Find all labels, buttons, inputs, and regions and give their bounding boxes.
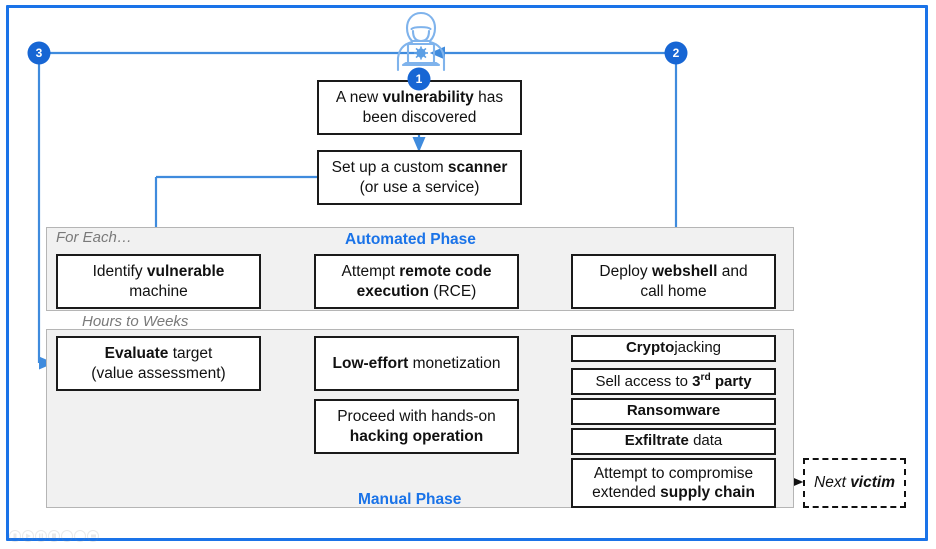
node-ransomware[interactable]: Ransomware bbox=[571, 398, 776, 425]
vulnerability-line2: been discovered bbox=[362, 108, 477, 126]
supply-chain-line2-bold: supply chain bbox=[660, 484, 755, 501]
webshell-line1-pre: Deploy bbox=[599, 263, 652, 281]
node-exfiltrate-data[interactable]: Exfiltrate data bbox=[571, 428, 776, 455]
node-sell-access[interactable]: Sell access to 3rd party bbox=[571, 368, 776, 395]
node-identify-vulnerable-machine[interactable]: Identify vulnerable machine bbox=[56, 254, 261, 309]
rce-line1-bold: remote code bbox=[399, 263, 492, 281]
node-setup-scanner[interactable]: Set up a custom scanner (or use a servic… bbox=[317, 150, 522, 205]
for-each-label: For Each… bbox=[56, 229, 132, 246]
identify-line2: machine bbox=[129, 282, 188, 300]
sell-access-sup: rd bbox=[700, 371, 711, 383]
vulnerability-line1-post: has bbox=[473, 89, 504, 107]
sell-access-tail: party bbox=[710, 372, 752, 390]
identify-line1-bold: vulnerable bbox=[146, 263, 225, 281]
sell-access-pre: Sell access to bbox=[595, 372, 693, 390]
vulnerability-line1-pre: A new bbox=[335, 89, 383, 107]
low-effort-bold: Low-effort bbox=[332, 354, 409, 372]
next-victim-pre: Next bbox=[814, 474, 851, 491]
badge-3: 3 bbox=[28, 42, 50, 64]
webshell-line2: call home bbox=[640, 282, 707, 300]
hands-on-line1: Proceed with hands-on bbox=[337, 408, 496, 426]
hours-to-weeks-label: Hours to Weeks bbox=[82, 313, 189, 330]
node-cryptojacking[interactable]: Cryptojacking bbox=[571, 335, 776, 362]
supply-chain-line1: Attempt to compromise bbox=[593, 464, 754, 482]
sell-access-num: 3 bbox=[692, 372, 701, 390]
node-deploy-webshell[interactable]: Deploy webshell and call home bbox=[571, 254, 776, 309]
badge-1: 1 bbox=[408, 68, 430, 90]
cryptojacking-bold: Crypto bbox=[625, 339, 675, 357]
manual-phase-label: Manual Phase bbox=[358, 491, 462, 508]
evaluate-line1-bold: Evaluate bbox=[104, 345, 169, 363]
evaluate-line2: (value assessment) bbox=[91, 364, 226, 382]
webshell-line1-post: and bbox=[717, 263, 748, 281]
exfiltrate-bold: Exfiltrate bbox=[624, 432, 689, 450]
scanner-line1-bold: scanner bbox=[447, 159, 508, 177]
vulnerability-line1-bold: vulnerability bbox=[382, 89, 474, 107]
low-effort-post: monetization bbox=[408, 354, 501, 372]
identify-line1-pre: Identify bbox=[92, 263, 147, 281]
media-controls-watermark-icon bbox=[8, 529, 104, 543]
ransomware-bold: Ransomware bbox=[626, 402, 721, 420]
rce-line2-post: (RCE) bbox=[428, 282, 477, 300]
node-next-victim[interactable]: Next victim bbox=[803, 458, 906, 508]
rce-line1-pre: Attempt bbox=[341, 263, 400, 281]
node-supply-chain[interactable]: Attempt to compromise extended supply ch… bbox=[571, 458, 776, 508]
scanner-line1-pre: Set up a custom bbox=[331, 159, 448, 177]
outer-frame bbox=[6, 5, 928, 541]
evaluate-line1-post: target bbox=[168, 345, 213, 363]
rce-line2-bold: execution bbox=[356, 282, 429, 300]
supply-chain-line2-pre: extended bbox=[592, 484, 661, 501]
node-evaluate-target[interactable]: Evaluate target (value assessment) bbox=[56, 336, 261, 391]
badge-2: 2 bbox=[665, 42, 687, 64]
node-remote-code-execution[interactable]: Attempt remote code execution (RCE) bbox=[314, 254, 519, 309]
exfiltrate-post: data bbox=[688, 432, 723, 450]
automated-phase-label: Automated Phase bbox=[345, 231, 476, 248]
cryptojacking-post: jacking bbox=[674, 339, 722, 357]
hands-on-line2-bold: hacking operation bbox=[349, 427, 484, 445]
scanner-line2: (or use a service) bbox=[359, 178, 480, 196]
webshell-line1-bold: webshell bbox=[651, 263, 718, 281]
node-low-effort-monetization[interactable]: Low-effort monetization bbox=[314, 336, 519, 391]
node-hands-on-hacking[interactable]: Proceed with hands-on hacking operation bbox=[314, 399, 519, 454]
next-victim-bold: victim bbox=[850, 474, 895, 491]
